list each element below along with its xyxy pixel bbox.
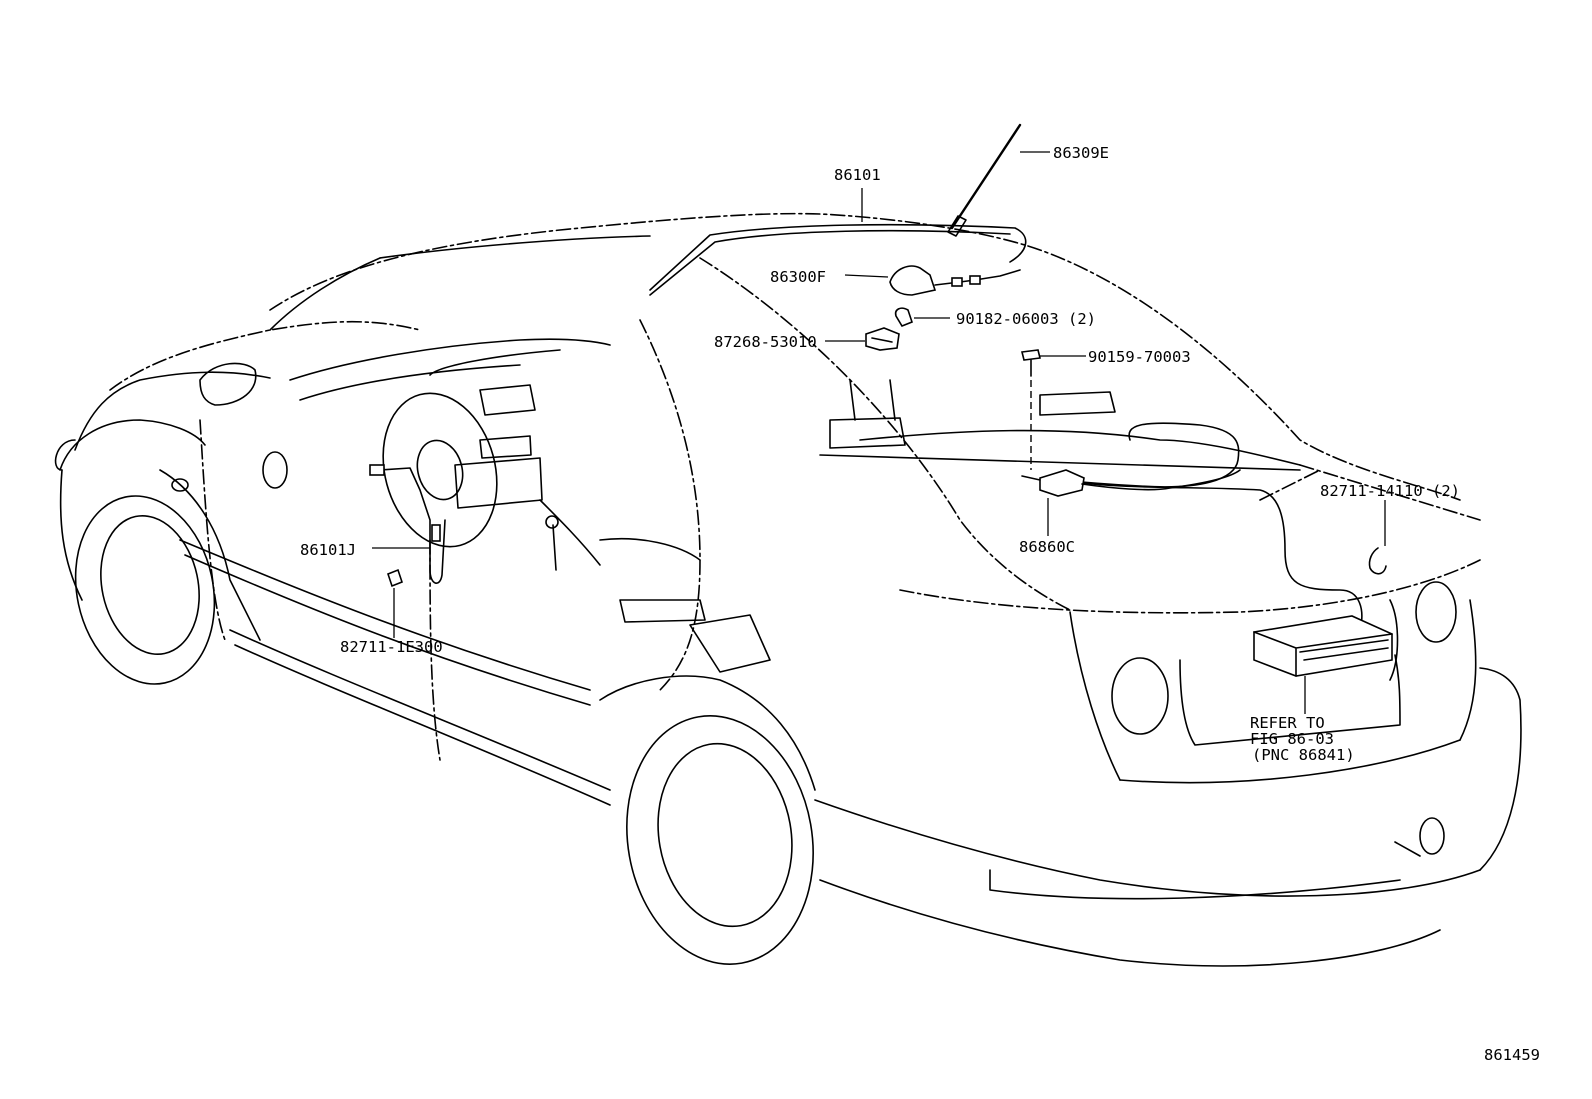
amplifier-86860C-part — [1021, 469, 1241, 497]
label-refer-line-1: REFER TO — [1250, 714, 1325, 732]
label-refer-line-3: (PNC 86841) — [1252, 746, 1355, 764]
screw-90159-part — [1021, 349, 1041, 470]
label-82711-14110: 82711-14110 (2) — [1320, 482, 1460, 500]
clip-90182-part — [894, 307, 913, 327]
tuner-module-part — [1253, 615, 1393, 677]
antenna-mast-part — [947, 123, 1022, 237]
label-86860C: 86860C — [1019, 538, 1075, 556]
parts — [369, 123, 1393, 677]
label-90182-06003: 90182-06003 (2) — [956, 310, 1096, 328]
leader-lines — [372, 151, 1386, 714]
antenna-base-part — [889, 265, 1021, 296]
label-86309E: 86309E — [1053, 144, 1109, 162]
cord-86101J-part — [369, 464, 446, 584]
part-labels: 86101 86309E 86300F 90182-06003 (2) 8726… — [300, 144, 1540, 1064]
label-87268-53010: 87268-53010 — [714, 333, 817, 351]
label-refer-line-2: FIG 86-03 — [1250, 730, 1334, 748]
label-86300F: 86300F — [770, 268, 826, 286]
bracket-87268-part — [865, 327, 900, 351]
clip-82711-1E300-part — [387, 568, 403, 588]
diagram-number: 861459 — [1484, 1046, 1540, 1064]
label-86101: 86101 — [834, 166, 881, 184]
label-86101J: 86101J — [300, 541, 356, 559]
label-90159-70003: 90159-70003 — [1088, 348, 1191, 366]
hook-82711-14110-part — [1368, 547, 1387, 575]
car-body-outline — [54, 212, 1522, 967]
label-82711-1E300: 82711-1E300 — [340, 638, 443, 656]
